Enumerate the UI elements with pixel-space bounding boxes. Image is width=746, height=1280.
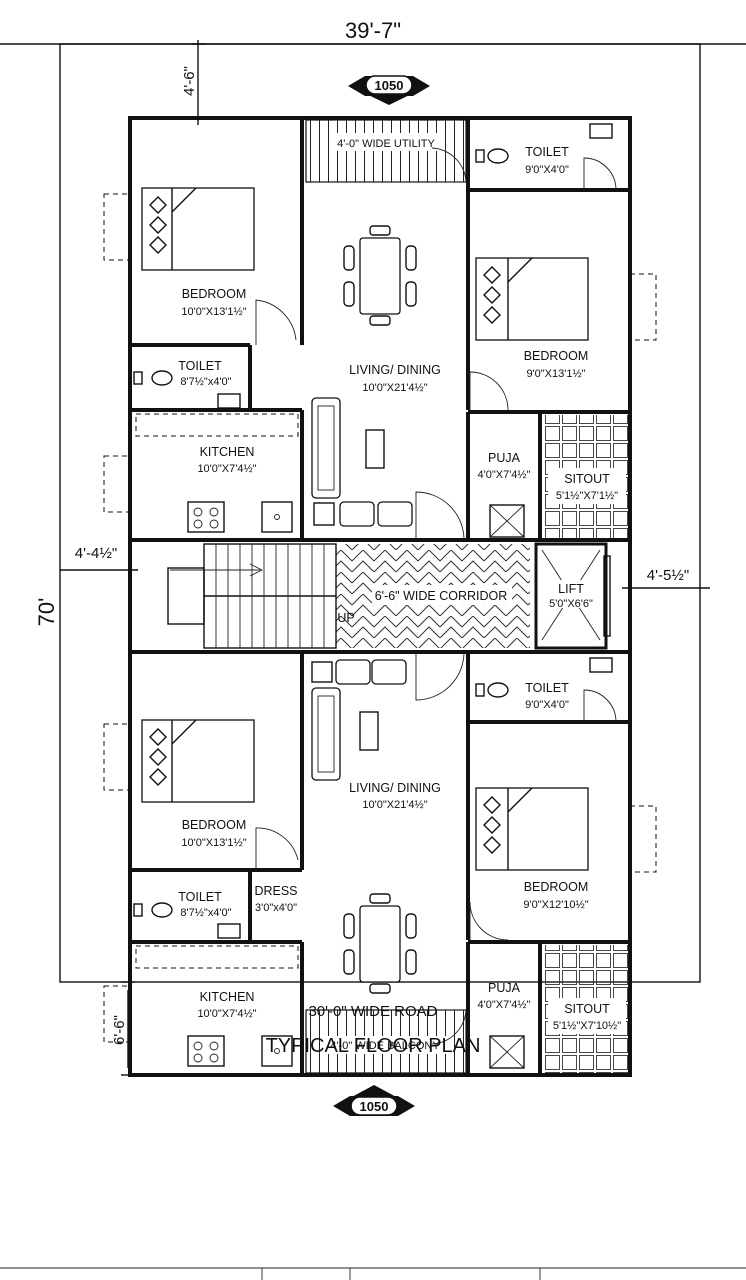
door-swings <box>255 147 617 1045</box>
bottom-puja-label: PUJA <box>488 981 521 995</box>
top-sitout-label: SITOUT <box>564 472 610 486</box>
bottom-bedroom-left-bed <box>141 719 255 803</box>
top-toilet-left-label: TOILET <box>178 359 222 373</box>
bottom-dress-size: 3'0"x4'0" <box>255 902 297 914</box>
top-bedroom-right-label: BEDROOM <box>524 349 589 363</box>
top-bedroom-right-size: 9'0"X13'1½" <box>526 368 585 380</box>
bottom-living-size: 10'0"X21'4½" <box>362 799 427 811</box>
windows <box>103 193 657 1043</box>
bottom-bedroom-right-size: 9'0"X12'10½" <box>523 899 588 911</box>
road-label: 30'-0" WIDE ROAD <box>308 1003 438 1020</box>
top-setback-dimension: 4'-6" <box>181 66 198 96</box>
bottom-toilet-fixtures <box>133 657 613 939</box>
marker-bottom <box>333 1085 415 1116</box>
bottom-sitout-size: 5'1½"X7'10½" <box>553 1020 621 1032</box>
bottom-toilet-right-label: TOILET <box>525 681 569 695</box>
bottom-puja-size: 4'0"X7'4½" <box>478 999 531 1011</box>
top-kitchen-counter <box>135 413 299 533</box>
top-kitchen-size: 10'0"X7'4½" <box>197 463 256 475</box>
marker-top <box>348 75 430 105</box>
top-toilet-right-size: 9'0"X4'0" <box>525 164 569 176</box>
top-puja-size: 4'0"X7'4½" <box>478 469 531 481</box>
top-sitout-size: 5'1½"X7'1½" <box>556 490 618 502</box>
bottom-bedroom-right-label: BEDROOM <box>524 880 589 894</box>
top-bedroom-right-bed <box>475 257 589 341</box>
bottom-puja-symbol <box>489 1035 525 1069</box>
top-toilet-fixtures <box>133 123 613 409</box>
lift-label: LIFT <box>558 582 584 596</box>
lift-size: 5'0"X6'6" <box>549 598 593 610</box>
page-title: TYPICAL FLOOR PLAN <box>265 1035 481 1057</box>
right-setback-dimension: 4'-5½" <box>647 567 689 584</box>
room-labels: 4'-0" WIDE UTILITY TOILET 9'0"X4'0" BEDR… <box>178 138 621 1052</box>
top-living-label: LIVING/ DINING <box>349 363 441 377</box>
bottom-toilet-left-label: TOILET <box>178 890 222 904</box>
bottom-sofa-set <box>311 659 407 781</box>
staircase <box>167 543 337 649</box>
top-puja-label: PUJA <box>488 451 521 465</box>
top-utility-label: 4'-0" WIDE UTILITY <box>337 138 435 150</box>
bottom-bedroom-right-bed <box>475 787 589 871</box>
bottom-dress-label: DRESS <box>254 884 297 898</box>
bottom-bedroom-left-label: BEDROOM <box>182 818 247 832</box>
bottom-kitchen-label: KITCHEN <box>200 990 255 1004</box>
top-bedroom-left-label: BEDROOM <box>182 287 247 301</box>
bottom-bedroom-left-size: 10'0"X13'1½" <box>181 837 246 849</box>
marker-top-label: 1050 <box>375 78 404 93</box>
top-dining-table <box>343 225 417 326</box>
top-toilet-left-size: 8'7½"x4'0" <box>180 376 231 388</box>
bottom-balcony-label: 4'-0" WIDE BALCONY <box>330 1040 440 1052</box>
top-living-size: 10'0"X21'4½" <box>362 382 427 394</box>
bottom-setback-dimension: 6'-6" <box>111 1015 128 1045</box>
bottom-living-label: LIVING/ DINING <box>349 781 441 795</box>
top-puja-symbol <box>489 504 525 538</box>
marker-bottom-label: 1050 <box>360 1099 389 1114</box>
bottom-toilet-left-size: 8'7½"x4'0" <box>180 907 231 919</box>
building-walls <box>128 116 632 1077</box>
bottom-sitout-label: SITOUT <box>564 1002 610 1016</box>
top-sofa-set <box>311 397 413 527</box>
top-kitchen-label: KITCHEN <box>200 445 255 459</box>
left-setback-dimension: 4'-4½" <box>75 545 117 562</box>
corridor-label: 6'-6" WIDE CORRIDOR <box>375 589 508 603</box>
bottom-toilet-right-size: 9'0"X4'0" <box>525 699 569 711</box>
top-width-dimension: 39'-7" <box>345 18 401 43</box>
top-bedroom-left-size: 10'0"X13'1½" <box>181 306 246 318</box>
bottom-dining-table <box>343 893 417 994</box>
top-bedroom-left-bed <box>141 187 255 271</box>
top-toilet-right-label: TOILET <box>525 145 569 159</box>
height-dimension: 70' <box>34 598 59 627</box>
bottom-kitchen-counter <box>135 945 299 1067</box>
bottom-kitchen-size: 10'0"X7'4½" <box>197 1008 256 1020</box>
stair-up-label: UP <box>337 611 354 625</box>
